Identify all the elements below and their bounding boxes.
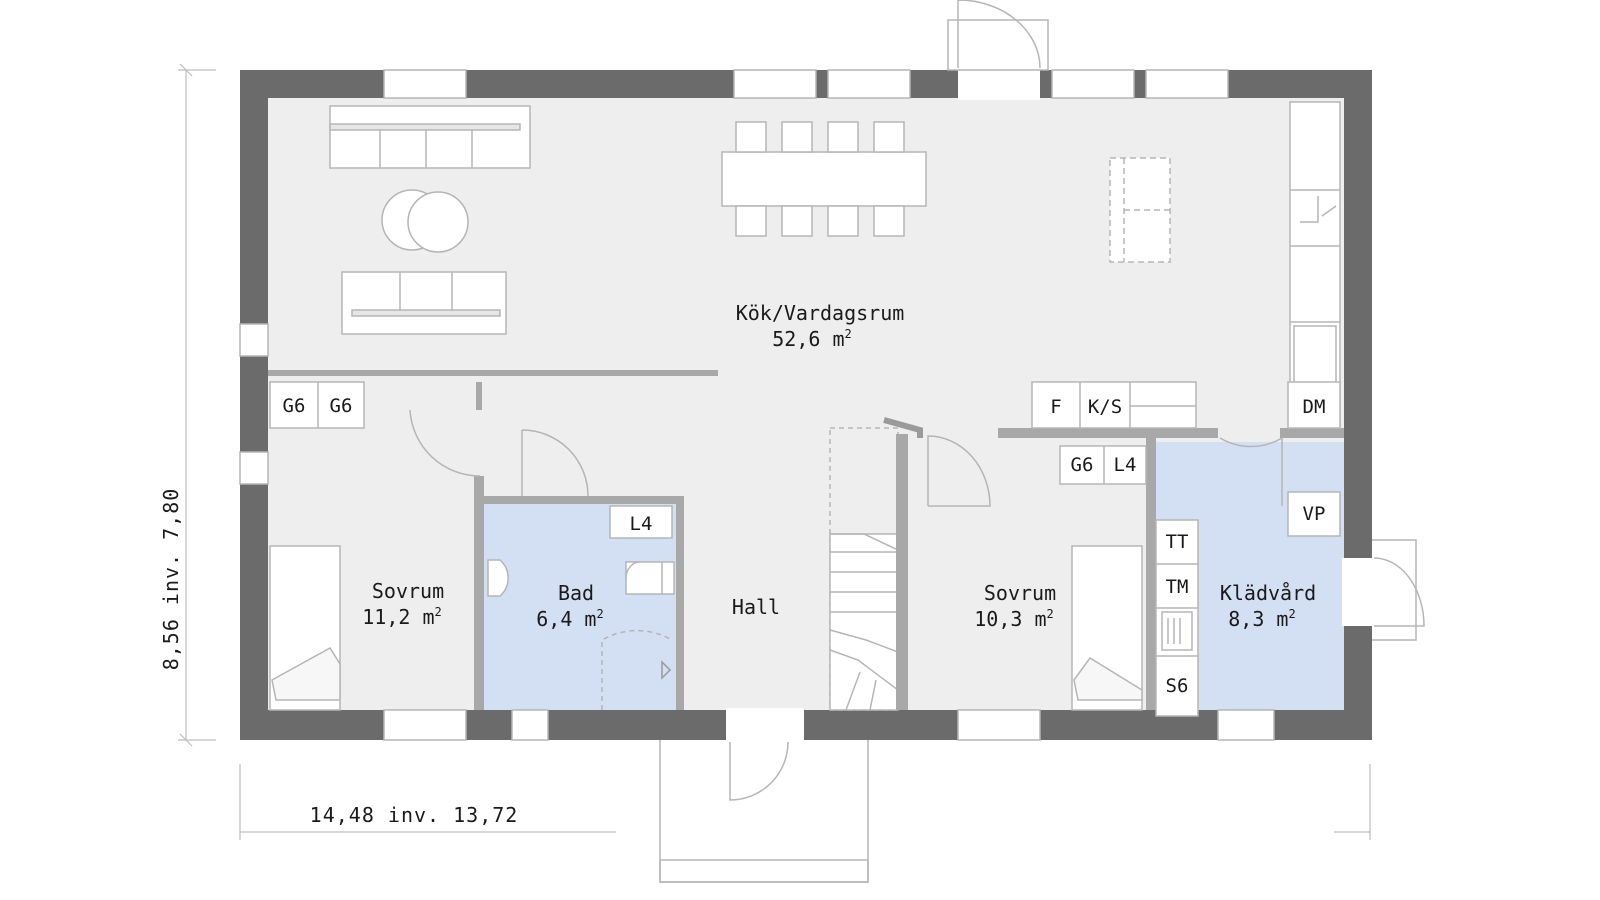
label-sovrum1-name: Sovrum bbox=[372, 579, 444, 603]
appliance-tt: TT bbox=[1166, 531, 1189, 553]
porch-step bbox=[659, 859, 869, 883]
partition-angle bbox=[883, 417, 923, 438]
dimension-lines bbox=[178, 63, 1371, 840]
label-bad-exp: 2 bbox=[596, 607, 603, 621]
appliance-tm: TM bbox=[1166, 576, 1189, 598]
appliance-vp: VP bbox=[1303, 503, 1326, 525]
kitchen-counter bbox=[1289, 101, 1341, 429]
label-kok-area: 52,6 m2 bbox=[772, 327, 851, 351]
appliance-g6-c: G6 bbox=[1071, 454, 1094, 476]
appliance-s6: S6 bbox=[1166, 675, 1189, 697]
appliance-g6-b: G6 bbox=[330, 395, 353, 417]
label-sovrum2-name: Sovrum bbox=[984, 581, 1056, 605]
label-kladvard-name: Klädvård bbox=[1220, 581, 1316, 605]
appliance-f: F bbox=[1050, 396, 1061, 418]
appliance-l4-bad: L4 bbox=[630, 513, 653, 535]
dimension-depth: 8,56 inv. 7,80 bbox=[159, 488, 183, 671]
label-bad-area: 6,4 m2 bbox=[536, 607, 603, 631]
label-sovrum1-exp: 2 bbox=[435, 605, 442, 619]
furniture bbox=[269, 105, 1341, 717]
label-kladvard-exp: 2 bbox=[1288, 607, 1295, 621]
windows bbox=[239, 69, 1275, 741]
appliance-g6-a: G6 bbox=[283, 395, 306, 417]
interior-walls bbox=[268, 370, 1344, 710]
appliance-l4-b: L4 bbox=[1114, 454, 1137, 476]
dimension-width: 14,48 inv. 13,72 bbox=[310, 803, 519, 827]
label-sovrum2-exp: 2 bbox=[1047, 607, 1054, 621]
label-sovrum2-area-value: 10,3 m bbox=[974, 607, 1046, 631]
label-bad-name: Bad bbox=[558, 581, 594, 605]
interior-doors bbox=[409, 409, 1283, 710]
side-step bbox=[1365, 539, 1417, 641]
appliance-dm: DM bbox=[1303, 396, 1326, 418]
label-sovrum1-area: 11,2 m2 bbox=[362, 605, 441, 629]
label-kok-area-value: 52,6 m bbox=[772, 327, 844, 351]
label-kok-exp: 2 bbox=[845, 327, 852, 341]
label-kok-name: Kök/Vardagsrum bbox=[736, 301, 905, 325]
label-sovrum2-area: 10,3 m2 bbox=[974, 607, 1053, 631]
label-bad-area-value: 6,4 m bbox=[536, 607, 596, 631]
label-sovrum1-area-value: 11,2 m bbox=[362, 605, 434, 629]
label-kladvard-area-value: 8,3 m bbox=[1228, 607, 1288, 631]
staircase bbox=[829, 427, 902, 711]
appliance-ks: K/S bbox=[1088, 396, 1122, 418]
door-swings bbox=[729, 0, 1425, 801]
label-kladvard-area: 8,3 m2 bbox=[1228, 607, 1295, 631]
door-openings bbox=[726, 68, 1374, 742]
label-hall-name: Hall bbox=[732, 595, 780, 619]
